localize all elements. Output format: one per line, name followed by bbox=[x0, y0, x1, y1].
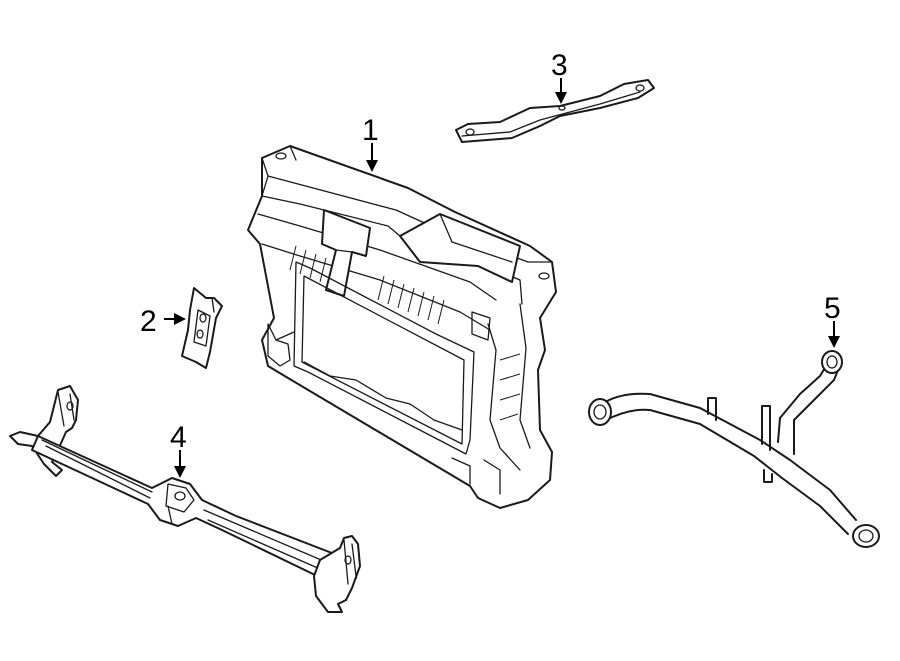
wiring-harness-part[interactable] bbox=[588, 350, 880, 548]
upper-tie-bar-part[interactable] bbox=[455, 79, 655, 143]
callout-3: 3 bbox=[551, 49, 568, 104]
callout-4-label: 4 bbox=[170, 421, 187, 454]
lower-tie-bar-part[interactable] bbox=[9, 385, 361, 613]
callout-3-label: 3 bbox=[551, 49, 568, 82]
radiator-support-part[interactable] bbox=[247, 145, 557, 509]
callout-1-label: 1 bbox=[362, 114, 379, 147]
callout-2: 2 bbox=[140, 305, 186, 338]
callout-5-label: 5 bbox=[824, 292, 841, 325]
callout-5: 5 bbox=[824, 292, 841, 348]
callout-2-label: 2 bbox=[140, 305, 157, 338]
callout-4: 4 bbox=[170, 421, 187, 478]
bracket-part[interactable] bbox=[181, 287, 223, 369]
callout-1: 1 bbox=[362, 114, 379, 172]
